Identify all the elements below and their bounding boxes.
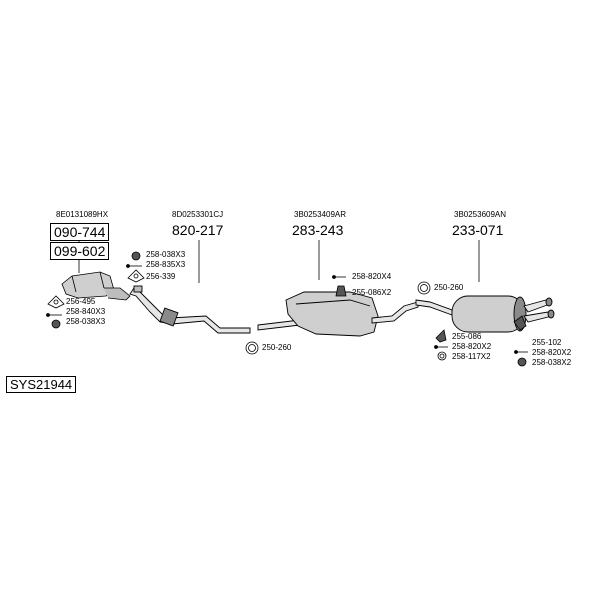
fitting-icons bbox=[46, 251, 528, 367]
part-number-front-pipe[interactable]: 820-217 bbox=[172, 222, 224, 238]
fitting-label[interactable]: 258-820X2 bbox=[452, 342, 492, 351]
nut-icon bbox=[131, 251, 141, 261]
mounting-rubber-icon bbox=[335, 285, 347, 297]
oem-number-front-pipe: 8D0253301CJ bbox=[172, 210, 224, 219]
part-number-rear-silencer[interactable]: 233-071 bbox=[452, 222, 504, 238]
fitting-label[interactable]: 256-495 bbox=[66, 297, 96, 306]
hanger-icon bbox=[513, 315, 527, 331]
catalytic-converter bbox=[61, 271, 131, 301]
fitting-label[interactable]: 258-038X2 bbox=[532, 358, 572, 367]
fitting-label[interactable]: 255-086 bbox=[452, 332, 482, 341]
nut-icon bbox=[51, 319, 61, 329]
fitting-label[interactable]: 258-820X4 bbox=[352, 272, 392, 281]
fitting-label[interactable]: 250-260 bbox=[262, 343, 292, 352]
rear-silencer bbox=[415, 295, 555, 333]
fitting-label[interactable]: 255-102 bbox=[532, 338, 562, 347]
nut-icon bbox=[517, 357, 527, 367]
fitting-label[interactable]: 255-086X2 bbox=[352, 288, 392, 297]
part-number-099-602[interactable]: 099-602 bbox=[50, 242, 110, 260]
part-number-middle-silencer[interactable]: 283-243 bbox=[292, 222, 344, 238]
oem-number-middle-silencer: 3B0253409AR bbox=[294, 210, 347, 219]
part-number-090-744[interactable]: 090-744 bbox=[50, 223, 110, 241]
fitting-label[interactable]: 258-840X3 bbox=[66, 307, 106, 316]
oem-number-front: 8E0131089HX bbox=[56, 210, 109, 219]
middle-silencer bbox=[285, 291, 419, 337]
fitting-label[interactable]: 258-038X3 bbox=[66, 317, 106, 326]
fitting-label[interactable]: 258-820X2 bbox=[532, 348, 572, 357]
fitting-label[interactable]: 258-038X3 bbox=[146, 250, 186, 259]
fitting-label[interactable]: 256-339 bbox=[146, 272, 176, 281]
fitting-label[interactable]: 258-835X3 bbox=[146, 260, 186, 269]
fitting-label[interactable]: 258-117X2 bbox=[452, 352, 491, 361]
oem-number-rear-silencer: 3B0253609AN bbox=[454, 210, 507, 219]
system-code: SYS21944 bbox=[6, 376, 77, 393]
mounting-rubber-icon bbox=[435, 329, 447, 343]
fitting-label[interactable]: 250-260 bbox=[434, 283, 464, 292]
front-pipe bbox=[129, 285, 251, 334]
